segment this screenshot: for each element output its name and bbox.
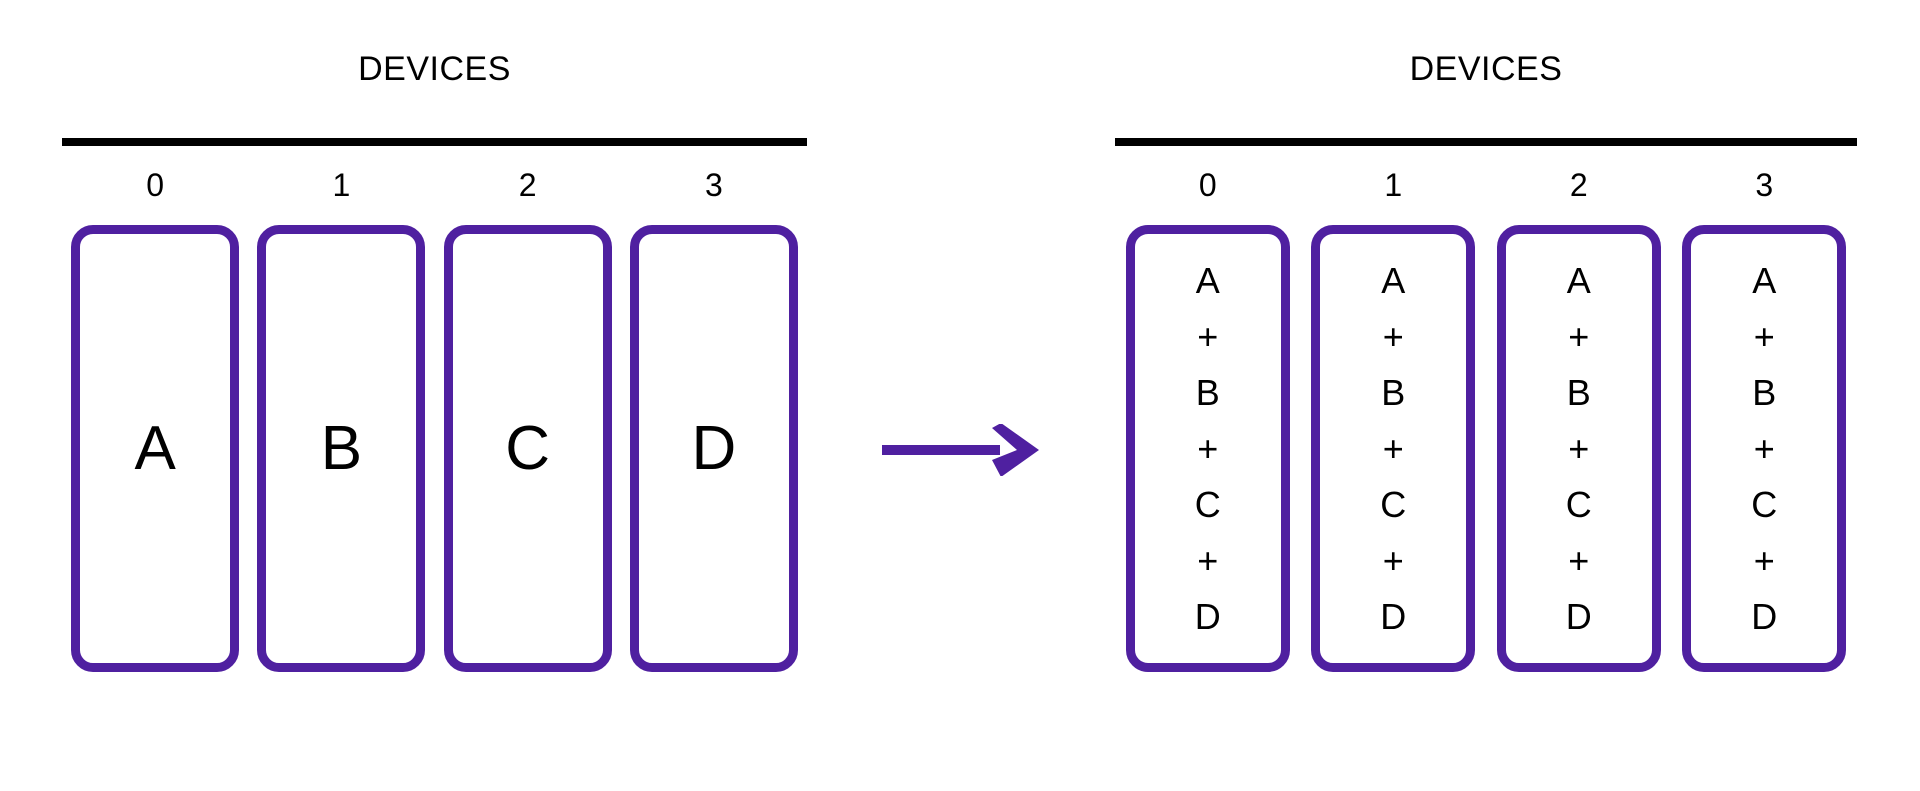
plus-token: +: [1382, 315, 1404, 357]
device-box[interactable]: A + B + C + D: [1311, 225, 1476, 672]
device-index-label: 3: [1755, 167, 1774, 203]
shard-token: D: [1380, 595, 1407, 637]
right-devices-label: DEVICES: [1409, 50, 1563, 88]
device-box[interactable]: A + B + C + D: [1125, 225, 1290, 672]
plus-token: +: [1197, 539, 1219, 581]
device-box[interactable]: A: [71, 225, 240, 672]
plus-token: +: [1753, 539, 1775, 581]
shard-stack: A + B + C + D: [1380, 253, 1406, 645]
shard-token: B: [1752, 371, 1777, 413]
device-box-slot: A + B + C + D: [1486, 225, 1672, 672]
shard-label: A: [134, 413, 176, 483]
device-index-label: 2: [1569, 167, 1588, 203]
shard-token: D: [1565, 595, 1592, 637]
shard-token: A: [1381, 259, 1406, 301]
device-box-slot: D: [621, 225, 807, 672]
plus-token: +: [1382, 427, 1404, 469]
right-devices-rule: [1115, 138, 1857, 146]
right-device-index-row: 0 1 2 3: [1115, 165, 1857, 205]
shard-token: C: [1194, 483, 1221, 525]
shard-token: B: [1195, 371, 1220, 413]
shard-token: C: [1380, 483, 1407, 525]
plus-token: +: [1568, 539, 1590, 581]
left-devices-label: DEVICES: [358, 50, 511, 88]
plus-token: +: [1382, 539, 1404, 581]
shard-token: B: [1381, 371, 1406, 413]
device-index-label: 0: [1198, 167, 1217, 203]
shard-token: C: [1751, 483, 1778, 525]
device-index-label: 1: [332, 167, 351, 203]
shard-token: B: [1566, 371, 1591, 413]
shard-label: B: [320, 413, 363, 483]
shard-label: C: [505, 413, 551, 483]
device-box[interactable]: D: [629, 225, 798, 672]
left-device-boxes-row: A B C D: [62, 225, 807, 672]
shard-label: D: [691, 413, 737, 483]
plus-token: +: [1568, 427, 1590, 469]
plus-token: +: [1753, 427, 1775, 469]
shard-token: D: [1751, 595, 1778, 637]
device-box-slot: B: [248, 225, 434, 672]
left-device-index-row: 0 1 2 3: [62, 165, 807, 205]
device-box[interactable]: B: [257, 225, 426, 672]
right-device-boxes-row: A + B + C + D A + B +: [1115, 225, 1857, 672]
shard-token: C: [1565, 483, 1592, 525]
arrow-right-icon: [880, 423, 1042, 477]
shard-stack: A + B + C + D: [1195, 253, 1221, 645]
plus-token: +: [1197, 315, 1219, 357]
device-box-slot: C: [435, 225, 621, 672]
device-box[interactable]: A + B + C + D: [1682, 225, 1847, 672]
device-box-slot: A + B + C + D: [1672, 225, 1858, 672]
shard-token: D: [1194, 595, 1221, 637]
device-index-label: 2: [518, 167, 537, 203]
plus-token: +: [1568, 315, 1590, 357]
device-index-label: 3: [704, 167, 723, 203]
device-box-slot: A + B + C + D: [1115, 225, 1301, 672]
shard-token: A: [1195, 259, 1220, 301]
shard-stack: A + B + C + D: [1751, 253, 1777, 645]
shard-stack: A + B + C + D: [1566, 253, 1592, 645]
plus-token: +: [1753, 315, 1775, 357]
shard-token: A: [1752, 259, 1777, 301]
device-box[interactable]: A + B + C + D: [1496, 225, 1661, 672]
device-index-label: 0: [146, 167, 165, 203]
left-devices-rule: [62, 138, 807, 146]
device-box-slot: A: [62, 225, 248, 672]
device-box[interactable]: C: [443, 225, 612, 672]
plus-token: +: [1197, 427, 1219, 469]
device-index-label: 1: [1384, 167, 1403, 203]
device-box-slot: A + B + C + D: [1301, 225, 1487, 672]
shard-token: A: [1566, 259, 1591, 301]
